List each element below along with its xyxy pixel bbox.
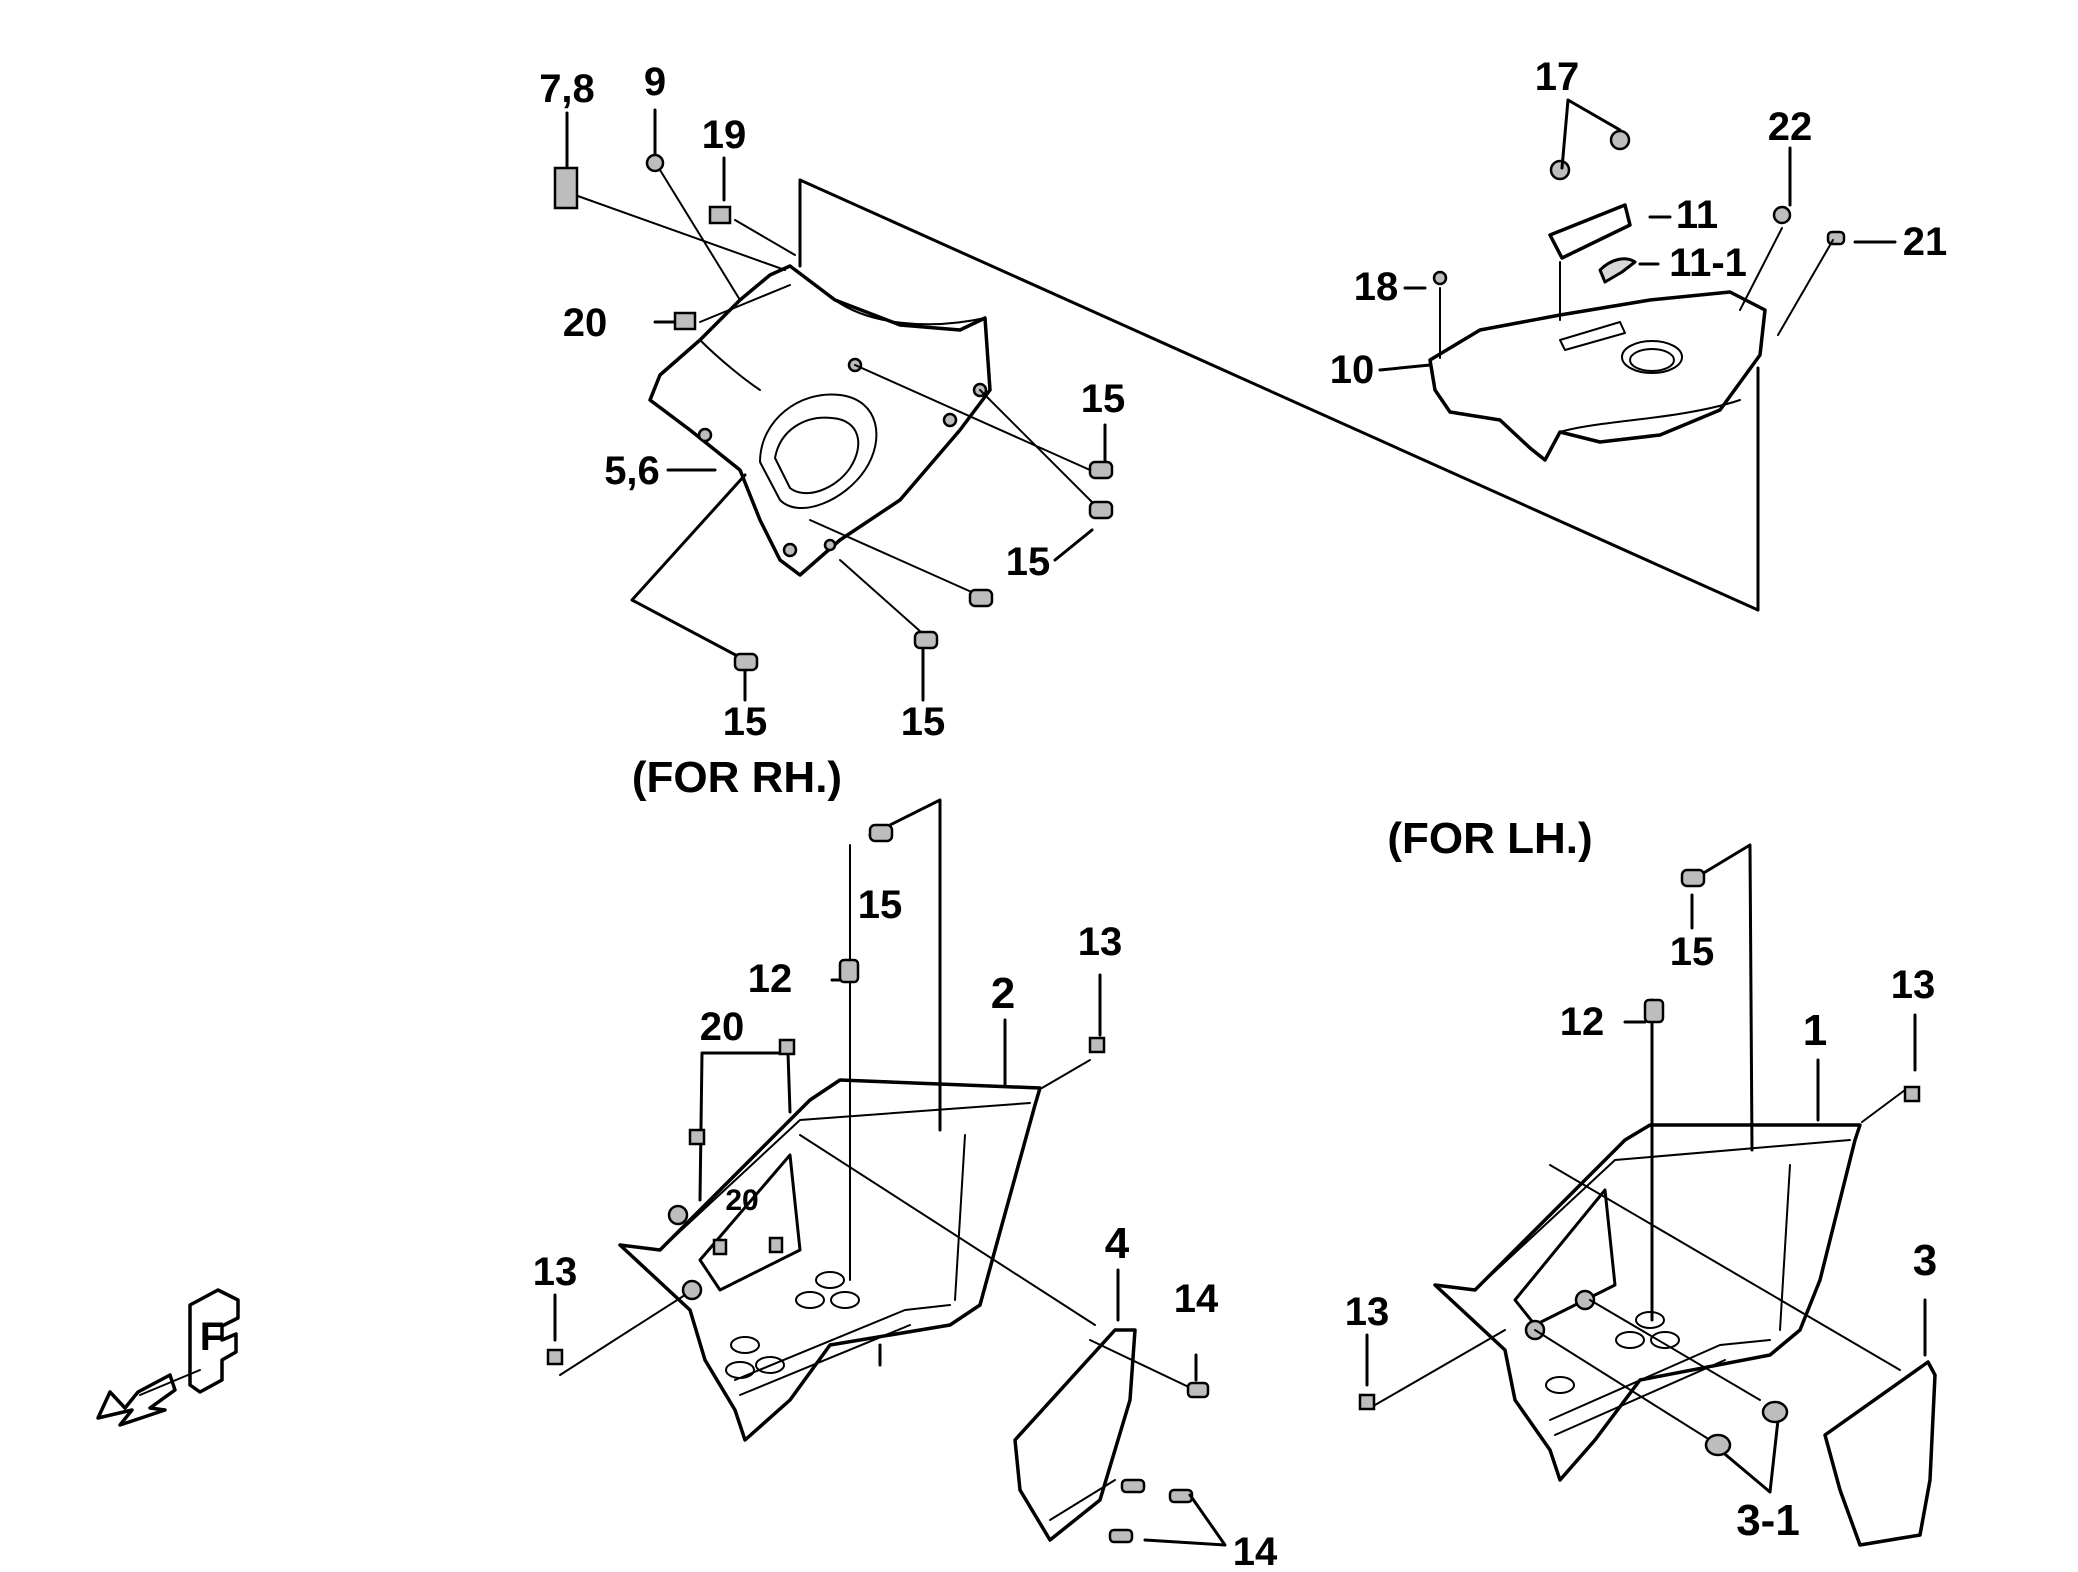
lh-inner-cover-assembly — [1378, 98, 1897, 462]
callout-14: 14 — [1233, 1530, 1278, 1572]
screw-9 — [645, 153, 665, 173]
bracket-11 — [1548, 203, 1632, 260]
callout-4: 4 — [1105, 1219, 1130, 1268]
callout-13: 13 — [1345, 1290, 1390, 1334]
callout-3: 3 — [1913, 1236, 1937, 1285]
callout-12: 12 — [1560, 1000, 1605, 1044]
callout-1: 1 — [1803, 1006, 1827, 1055]
lh-heading: (FOR LH.) — [1387, 814, 1592, 863]
rh-mudguard-assembly — [1013, 1268, 1227, 1547]
callout-12: 12 — [748, 957, 793, 1001]
callout-13: 13 — [533, 1250, 578, 1294]
rh-inner-cover-assembly — [553, 108, 1760, 702]
callout-9: 9 — [644, 60, 666, 104]
lh-inner-cover-panel — [1428, 290, 1767, 462]
rh-footrest-assembly — [546, 798, 1106, 1442]
callout-10: 10 — [1330, 348, 1375, 392]
clip-11-1 — [1598, 257, 1637, 284]
rh-footrest-panel — [618, 1078, 1042, 1442]
callout-15: 15 — [858, 883, 903, 927]
nut-19 — [708, 205, 732, 225]
callout-7-8: 7,8 — [539, 67, 595, 111]
callout-15: 15 — [901, 700, 946, 744]
callout-5-6: 5,6 — [604, 449, 660, 493]
callout-11-1: 11-1 — [1669, 241, 1747, 285]
callout-21: 21 — [1903, 220, 1948, 264]
lh-mudguard-panel — [1823, 1360, 1937, 1547]
lh-mudguard-assembly — [1823, 1298, 1937, 1547]
callout-19: 19 — [702, 113, 747, 157]
callout-2: 2 — [991, 969, 1015, 1018]
front-direction-arrow-icon: F — [96, 1288, 240, 1427]
callout-18: 18 — [1354, 265, 1399, 309]
callout-15: 15 — [1081, 377, 1126, 421]
callout-22: 22 — [1768, 105, 1813, 149]
front-direction-letter: F — [200, 1315, 224, 1359]
lh-footrest-assembly — [1358, 843, 1921, 1494]
bracket-7-8 — [553, 166, 579, 210]
callout-13: 13 — [1891, 963, 1936, 1007]
callout-3-1: 3-1 — [1736, 1496, 1800, 1545]
rh-heading: (FOR RH.) — [632, 753, 842, 802]
callout-13: 13 — [1078, 920, 1123, 964]
rh-inner-cover-panel — [648, 264, 992, 577]
callout-14: 14 — [1174, 1277, 1219, 1321]
callout-20: 20 — [563, 301, 608, 345]
callout-15: 15 — [1006, 540, 1051, 584]
callout-11: 11 — [1676, 193, 1718, 237]
lh-footrest-panel — [1433, 1123, 1862, 1482]
callout-17: 17 — [1535, 55, 1580, 99]
callout-15: 15 — [723, 700, 768, 744]
callout-20: 20 — [725, 1184, 758, 1217]
callout-20: 20 — [700, 1005, 745, 1049]
callout-labels: 7,8 9 19 20 5,6 15 15 15 15 17 22 11 11-… — [533, 55, 1948, 1572]
callout-15: 15 — [1670, 930, 1715, 974]
rh-mudguard-panel — [1013, 1328, 1137, 1542]
nut-20 — [673, 311, 697, 331]
